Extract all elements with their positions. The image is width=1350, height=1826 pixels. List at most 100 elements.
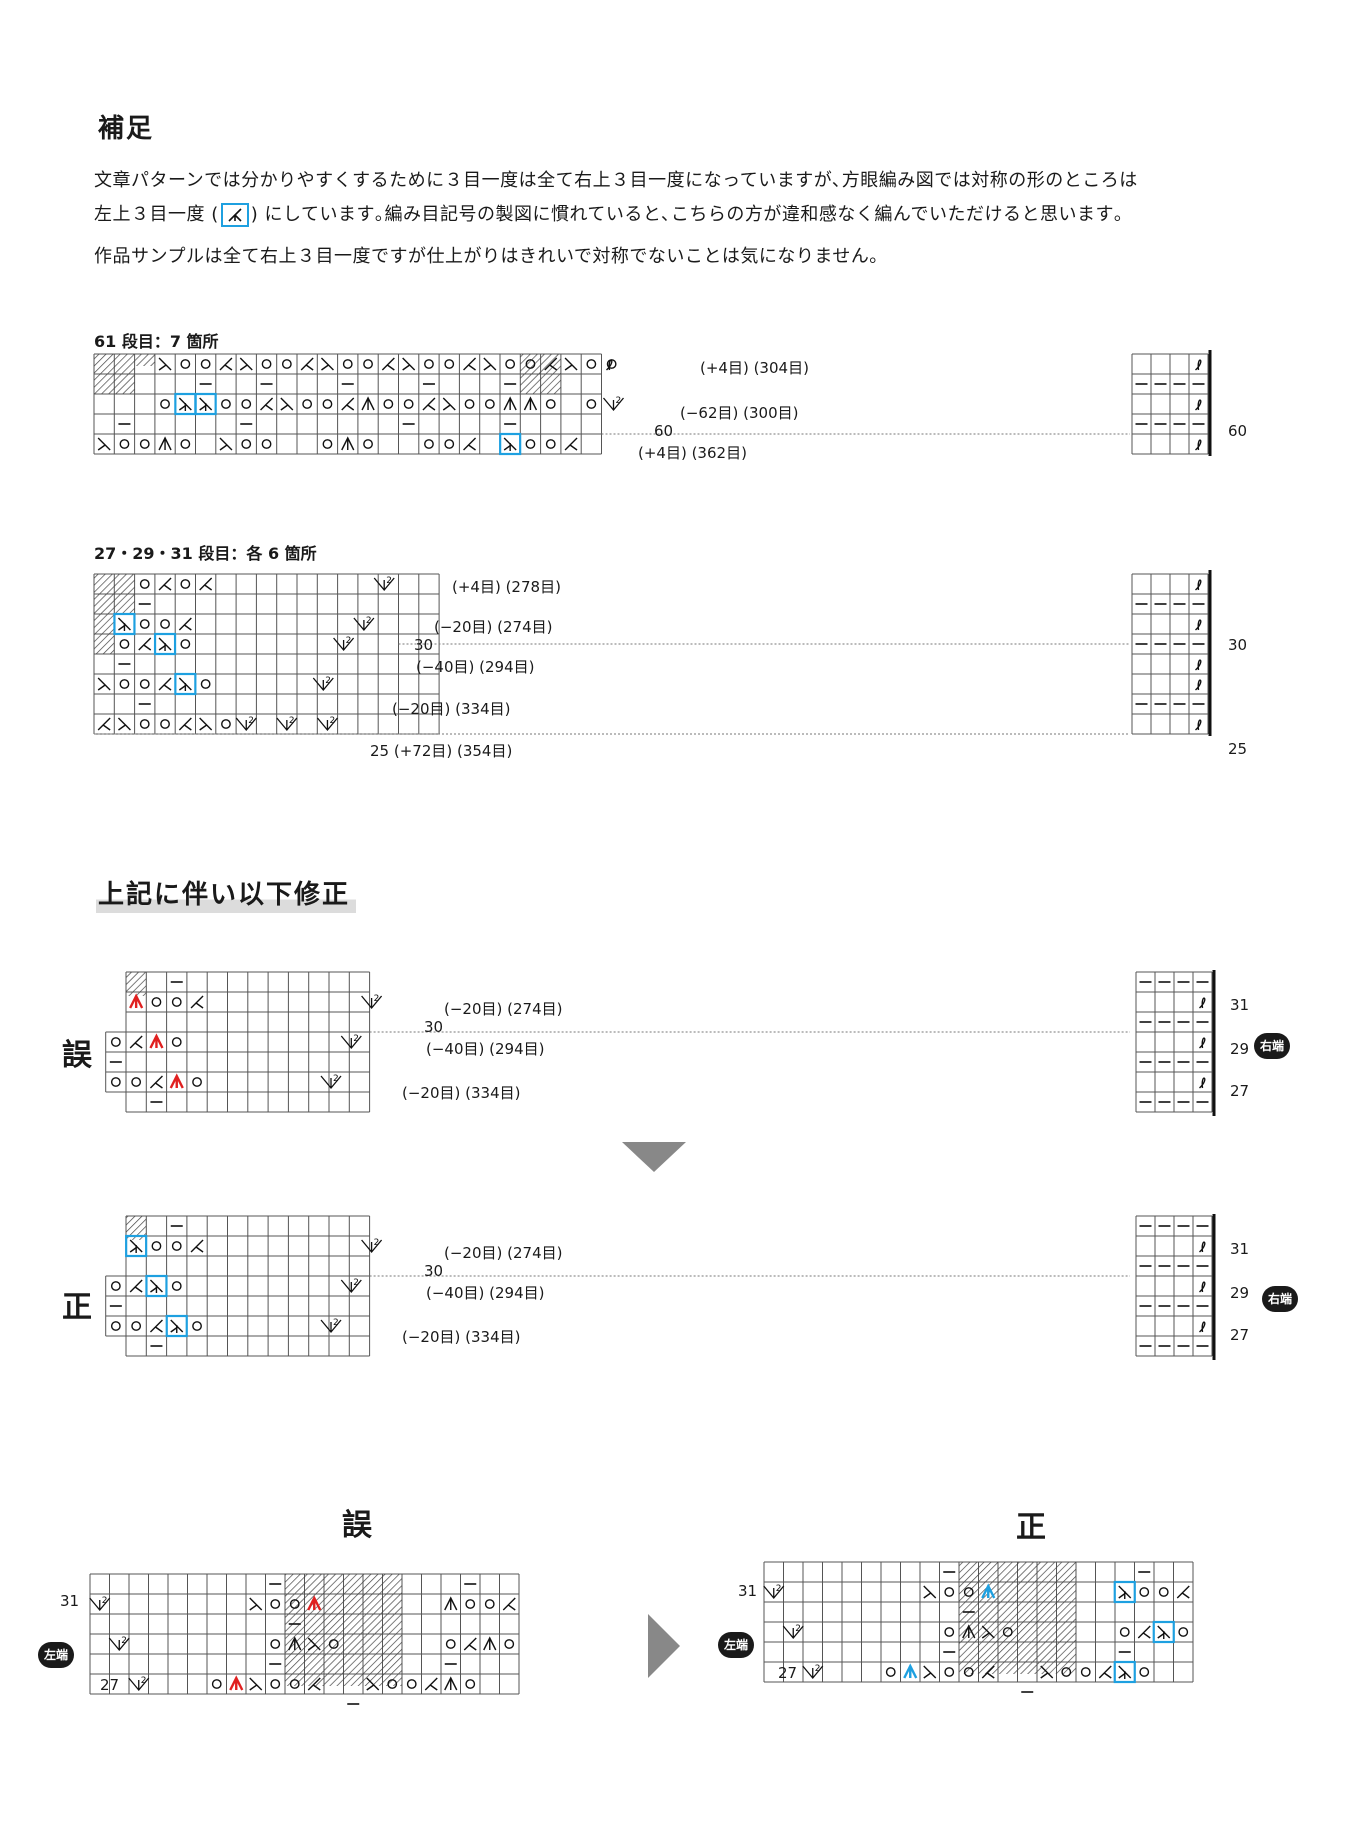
yo-symbol [139,579,150,589]
k2tog-right-symbol [117,717,131,731]
chart2-ann-5: 25 (+72目) (354目) [370,742,513,760]
yo-symbol [963,1587,974,1597]
yo-symbol [192,1321,202,1331]
yo-symbol [119,639,130,649]
k2tog-right-symbol [199,717,213,731]
yo-symbol [328,1639,339,1649]
k2tog-left-symbol [307,1677,321,1691]
yo-symbol [406,1679,417,1689]
k2tog-right-symbol [402,357,416,371]
para-3: 作品サンプルは全て右上３目一度ですが仕上がりはきれいで対称でないことは気になりま… [94,246,879,267]
k3tog-left-highlight [194,392,217,416]
yo-symbol [192,1077,202,1087]
k2tog-right-symbol [280,397,294,411]
yo-symbol [1080,1667,1091,1677]
yo-symbol [221,719,231,729]
wrong-r29: 29 [1230,1040,1250,1058]
increase-symbol [763,1585,785,1600]
k2tog-right-symbol [981,1625,995,1639]
chart1-row-60: 60 [654,422,674,440]
increase-symbol [89,1597,111,1612]
chart1-ann-1: (+4目) (304目) [700,359,809,377]
twisted-knit-symbol [1195,619,1202,631]
yo-symbol [342,359,353,369]
k2tog-right-symbol [442,397,456,411]
yo-symbol [586,399,597,409]
increase-symbol [361,1239,383,1254]
yo-symbol [586,359,597,369]
increase-count: 2 [346,636,352,646]
right-r29: 29 [1230,1284,1250,1302]
k2tog-left-symbol [1098,1665,1112,1679]
bottom-right-r31: 31 [738,1582,758,1600]
yo-symbol [241,439,252,449]
bottom-right-badge-left-end: 左端 [718,1632,754,1658]
k3tog-left-highlight [1152,1620,1175,1644]
increase-count: 2 [353,1278,359,1288]
label-right: 正 [62,1290,92,1325]
k2tog-left-symbol [149,1319,163,1333]
k3tog-symbol [158,436,172,451]
yo-symbol [119,679,130,689]
chart1-right-60: 60 [1228,422,1248,440]
k3tog-left-highlight [174,672,197,696]
k2tog-left-symbol [424,1677,438,1691]
k2tog-right-symbol [97,437,111,451]
twisted-knit-symbol [1195,719,1202,731]
yo-symbol [383,399,394,409]
yo-symbol [444,359,455,369]
increase-count: 2 [325,676,331,686]
increase-count: 2 [815,1664,821,1674]
wrong-ann-b: (−40目) (294目) [426,1040,545,1058]
yo-symbol [289,1679,300,1689]
increase-count: 2 [366,616,372,626]
correction-title: 上記に伴い以下修正 [96,874,357,913]
yo-symbol [525,359,536,369]
yo-symbol [180,639,191,649]
right-ann-b: (−40目) (294目) [426,1284,545,1302]
k2tog-left-symbol [178,617,192,631]
yo-symbol [1139,1587,1150,1597]
chart2-title: 27・29・31 段目：各 6 箇所 [94,544,317,563]
k2tog-right-symbol [1040,1665,1054,1679]
increase-symbol [361,995,383,1010]
twisted-knit-symbol [1199,1241,1206,1253]
k2tog-right-symbol [158,357,172,371]
increase-symbol [312,677,334,692]
yo-symbol [545,399,556,409]
yo-symbol [171,1241,182,1251]
k2tog-right-symbol [219,437,233,451]
yo-symbol [270,1639,281,1649]
yo-symbol [160,719,170,729]
k2tog-right-symbol [320,357,334,371]
increase-symbol [353,617,375,632]
k3tog-symbol [444,1676,458,1691]
yo-symbol [200,679,211,689]
increase-count: 2 [121,1636,127,1646]
yo-symbol [963,1667,974,1677]
yo-symbol [180,579,191,589]
k2tog-left-symbol [564,437,578,451]
yo-symbol [180,439,191,449]
yo-symbol [944,1667,955,1677]
twisted-knit-symbol [606,359,613,371]
yo-symbol [180,359,191,369]
increase-count: 2 [374,1238,380,1248]
chart2-right-30: 30 [1228,636,1248,654]
k3tog-symbol [307,1595,322,1611]
k2tog-left-symbol [544,357,558,371]
k2tog-left-symbol [381,357,395,371]
twisted-knit-symbol [1199,997,1206,1009]
increase-symbol [128,1677,150,1692]
increase-count: 2 [333,1074,339,1084]
k2tog-right-symbol [239,357,253,371]
yo-symbol [119,439,130,449]
k3tog-symbol [169,1073,184,1089]
k2tog-left-symbol [341,397,355,411]
increase-count: 2 [386,576,392,586]
yo-symbol [1061,1667,1072,1677]
yo-symbol [151,997,162,1007]
wrong-r27: 27 [1230,1082,1250,1100]
wrong-ann-c: (−20目) (334目) [402,1084,521,1102]
